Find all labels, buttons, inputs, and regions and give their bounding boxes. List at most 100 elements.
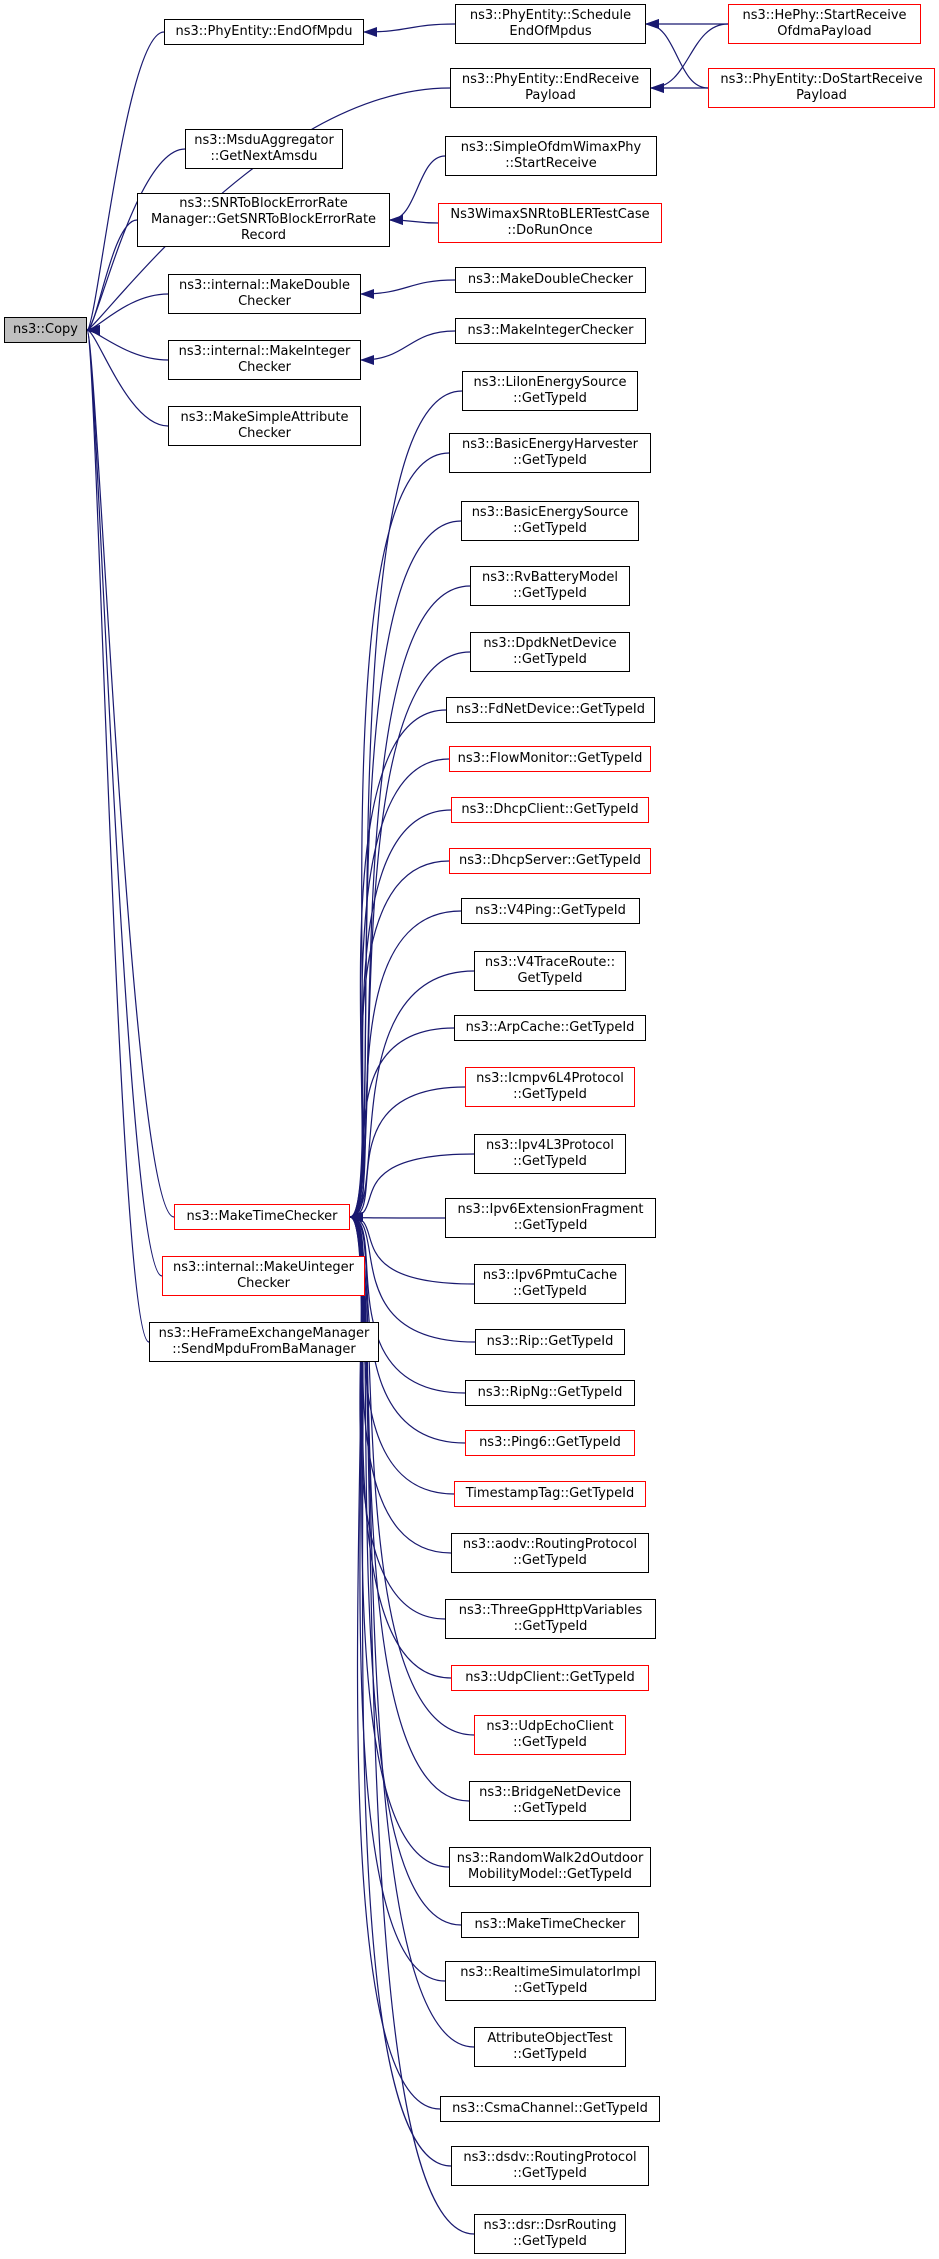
node-rv-battery[interactable]: ns3::RvBatteryModel::GetTypeId <box>470 566 630 606</box>
edge-ripng-to-make-time-checker <box>349 1212 466 1394</box>
node-ping6[interactable]: ns3::Ping6::GetTypeId <box>465 1430 635 1456</box>
node-fd-net[interactable]: ns3::FdNetDevice::GetTypeId <box>446 697 655 723</box>
node-label-line: ns3::DpdkNetDevice <box>483 636 617 651</box>
node-make-double-checker[interactable]: ns3::MakeDoubleChecker <box>455 267 646 293</box>
node-label-line: ns3::Rip::GetTypeId <box>486 1334 614 1349</box>
node-label-line: AttributeObjectTest <box>487 2031 613 2046</box>
node-make-time-checker2[interactable]: ns3::MakeTimeChecker <box>461 1912 639 1938</box>
node-end-of-mpdu[interactable]: ns3::PhyEntity::EndOfMpdu <box>164 19 364 45</box>
edge-udp-echo-to-make-time-checker <box>349 1212 475 1736</box>
edge-arp-cache-to-make-time-checker <box>349 1027 455 1222</box>
node-label-line: ::GetTypeId <box>513 652 587 667</box>
node-label-line: ::DoRunOnce <box>507 223 593 238</box>
node-label-line: EndOfMpdus <box>509 24 592 39</box>
node-dhcp-server[interactable]: ns3::DhcpServer::GetTypeId <box>449 848 651 874</box>
node-label-line: ns3::HeFrameExchangeManager <box>158 1326 370 1341</box>
node-dhcp-client[interactable]: ns3::DhcpClient::GetTypeId <box>451 797 649 823</box>
node-simple-ofdm-wimax[interactable]: ns3::SimpleOfdmWimaxPhy::StartReceive <box>445 136 657 176</box>
node-bridge[interactable]: ns3::BridgeNetDevice::GetTypeId <box>469 1781 631 1821</box>
node-make-integer-checker[interactable]: ns3::MakeIntegerChecker <box>455 318 646 344</box>
node-aodv[interactable]: ns3::aodv::RoutingProtocol::GetTypeId <box>451 1533 649 1573</box>
node-label-line: ns3::Ipv6PmtuCache <box>482 1268 618 1283</box>
edge-v4ping-to-make-time-checker <box>349 910 462 1222</box>
node-label-line: ::GetTypeId <box>513 2047 587 2062</box>
node-label-line: ns3::MakeTimeChecker <box>474 1917 626 1932</box>
node-li-ion[interactable]: ns3::LiIonEnergySource::GetTypeId <box>462 371 638 411</box>
edge-do-start-receive-payload-to-schedule-end-of-mpdus <box>645 19 709 89</box>
node-label-line: ::GetTypeId <box>513 1981 588 1996</box>
edge-schedule-end-of-mpdus-to-end-of-mpdu <box>363 23 456 37</box>
node-label-line: ::GetTypeId <box>513 1087 587 1102</box>
node-label-line: ns3::PhyEntity::Schedule <box>469 8 632 23</box>
node-label-line: ns3::DhcpClient::GetTypeId <box>461 802 639 817</box>
node-label-line: ns3::BasicEnergyHarvester <box>462 437 638 452</box>
node-msdu-aggregator[interactable]: ns3::MsduAggregator::GetNextAmsdu <box>185 129 343 169</box>
node-label-line: ns3::ArpCache::GetTypeId <box>465 1020 635 1035</box>
node-icmpv6[interactable]: ns3::Icmpv6L4Protocol::GetTypeId <box>465 1067 635 1107</box>
node-dsdv[interactable]: ns3::dsdv::RoutingProtocol::GetTypeId <box>451 2146 649 2186</box>
node-label-line: ::GetTypeId <box>513 2166 587 2181</box>
node-label-line: ns3::dsdv::RoutingProtocol <box>463 2150 637 2165</box>
node-label-line: ns3::Ipv4L3Protocol <box>486 1138 614 1153</box>
node-label-line: ns3::SNRToBlockErrorRate <box>179 196 348 211</box>
node-label-line: ns3::Ping6::GetTypeId <box>479 1435 621 1450</box>
node-label-line: ns3::Ipv6ExtensionFragment <box>457 1202 644 1217</box>
node-make-time-checker[interactable]: ns3::MakeTimeChecker <box>174 1204 350 1230</box>
node-he-frame-exchange[interactable]: ns3::HeFrameExchangeManager::SendMpduFro… <box>149 1322 379 1362</box>
node-label-line: ::GetTypeId <box>513 1735 587 1750</box>
node-attr-obj-test[interactable]: AttributeObjectTest::GetTypeId <box>474 2027 626 2067</box>
node-ripng[interactable]: ns3::RipNg::GetTypeId <box>465 1380 635 1406</box>
node-label-line: ::StartReceive <box>505 156 597 171</box>
node-basic-energy-source[interactable]: ns3::BasicEnergySource::GetTypeId <box>461 501 639 541</box>
node-label-line: ::GetTypeId <box>513 1619 588 1634</box>
node-v4trace[interactable]: ns3::V4TraceRoute::GetTypeId <box>474 951 626 991</box>
node-ipv6ext[interactable]: ns3::Ipv6ExtensionFragment::GetTypeId <box>445 1198 656 1238</box>
node-ipv6pmtu[interactable]: ns3::Ipv6PmtuCache::GetTypeId <box>474 1264 626 1304</box>
edge-dpdk-to-make-time-checker <box>349 651 471 1222</box>
node-label-line: ::GetTypeId <box>513 453 587 468</box>
node-label-line: ns3::DhcpServer::GetTypeId <box>459 853 641 868</box>
edge-make-integer-checker-to-internal-make-integer <box>360 330 456 365</box>
node-label-line: GetTypeId <box>517 971 583 986</box>
node-v4ping[interactable]: ns3::V4Ping::GetTypeId <box>461 898 640 924</box>
node-udp-client[interactable]: ns3::UdpClient::GetTypeId <box>451 1665 649 1691</box>
node-label-line: ns3::ThreeGppHttpVariables <box>458 1603 643 1618</box>
node-label-line: Payload <box>796 88 847 103</box>
edge-end-of-mpdu-to-copy <box>86 31 165 335</box>
node-basic-energy-harvester[interactable]: ns3::BasicEnergyHarvester::GetTypeId <box>449 433 651 473</box>
edge-ipv6ext-to-make-time-checker <box>349 1212 446 1223</box>
node-label-line: ns3::HePhy::StartReceive <box>742 8 907 23</box>
node-copy: ns3::Copy <box>4 317 87 343</box>
node-flow-monitor[interactable]: ns3::FlowMonitor::GetTypeId <box>449 746 651 772</box>
node-label-line: ns3::PhyEntity::DoStartReceive <box>720 72 923 87</box>
node-wimax-snr-test[interactable]: Ns3WimaxSNRtoBLERTestCase::DoRunOnce <box>438 203 662 243</box>
edge-icmpv6-to-make-time-checker <box>349 1086 466 1222</box>
node-label-line: ns3::internal::MakeInteger <box>178 344 351 359</box>
node-label-line: ns3::BridgeNetDevice <box>479 1785 621 1800</box>
node-csma[interactable]: ns3::CsmaChannel::GetTypeId <box>440 2096 660 2122</box>
node-arp-cache[interactable]: ns3::ArpCache::GetTypeId <box>454 1015 646 1041</box>
edge-internal-make-integer-to-copy <box>86 325 169 361</box>
node-label-line: ns3::PhyEntity::EndOfMpdu <box>175 24 353 39</box>
node-ipv4l3[interactable]: ns3::Ipv4L3Protocol::GetTypeId <box>474 1134 626 1174</box>
edge-snr-to-block-error-to-copy <box>86 219 138 335</box>
node-label-line: ns3::MakeIntegerChecker <box>467 323 634 338</box>
node-timestamp[interactable]: TimestampTag::GetTypeId <box>454 1481 646 1507</box>
node-threegpp[interactable]: ns3::ThreeGppHttpVariables::GetTypeId <box>445 1599 656 1639</box>
node-udp-echo[interactable]: ns3::UdpEchoClient::GetTypeId <box>474 1715 626 1755</box>
node-rip[interactable]: ns3::Rip::GetTypeId <box>475 1329 625 1355</box>
node-realtime[interactable]: ns3::RealtimeSimulatorImpl::GetTypeId <box>445 1961 656 2001</box>
node-dpdk[interactable]: ns3::DpdkNetDevice::GetTypeId <box>470 632 630 672</box>
node-dsr[interactable]: ns3::dsr::DsrRouting::GetTypeId <box>474 2214 626 2254</box>
